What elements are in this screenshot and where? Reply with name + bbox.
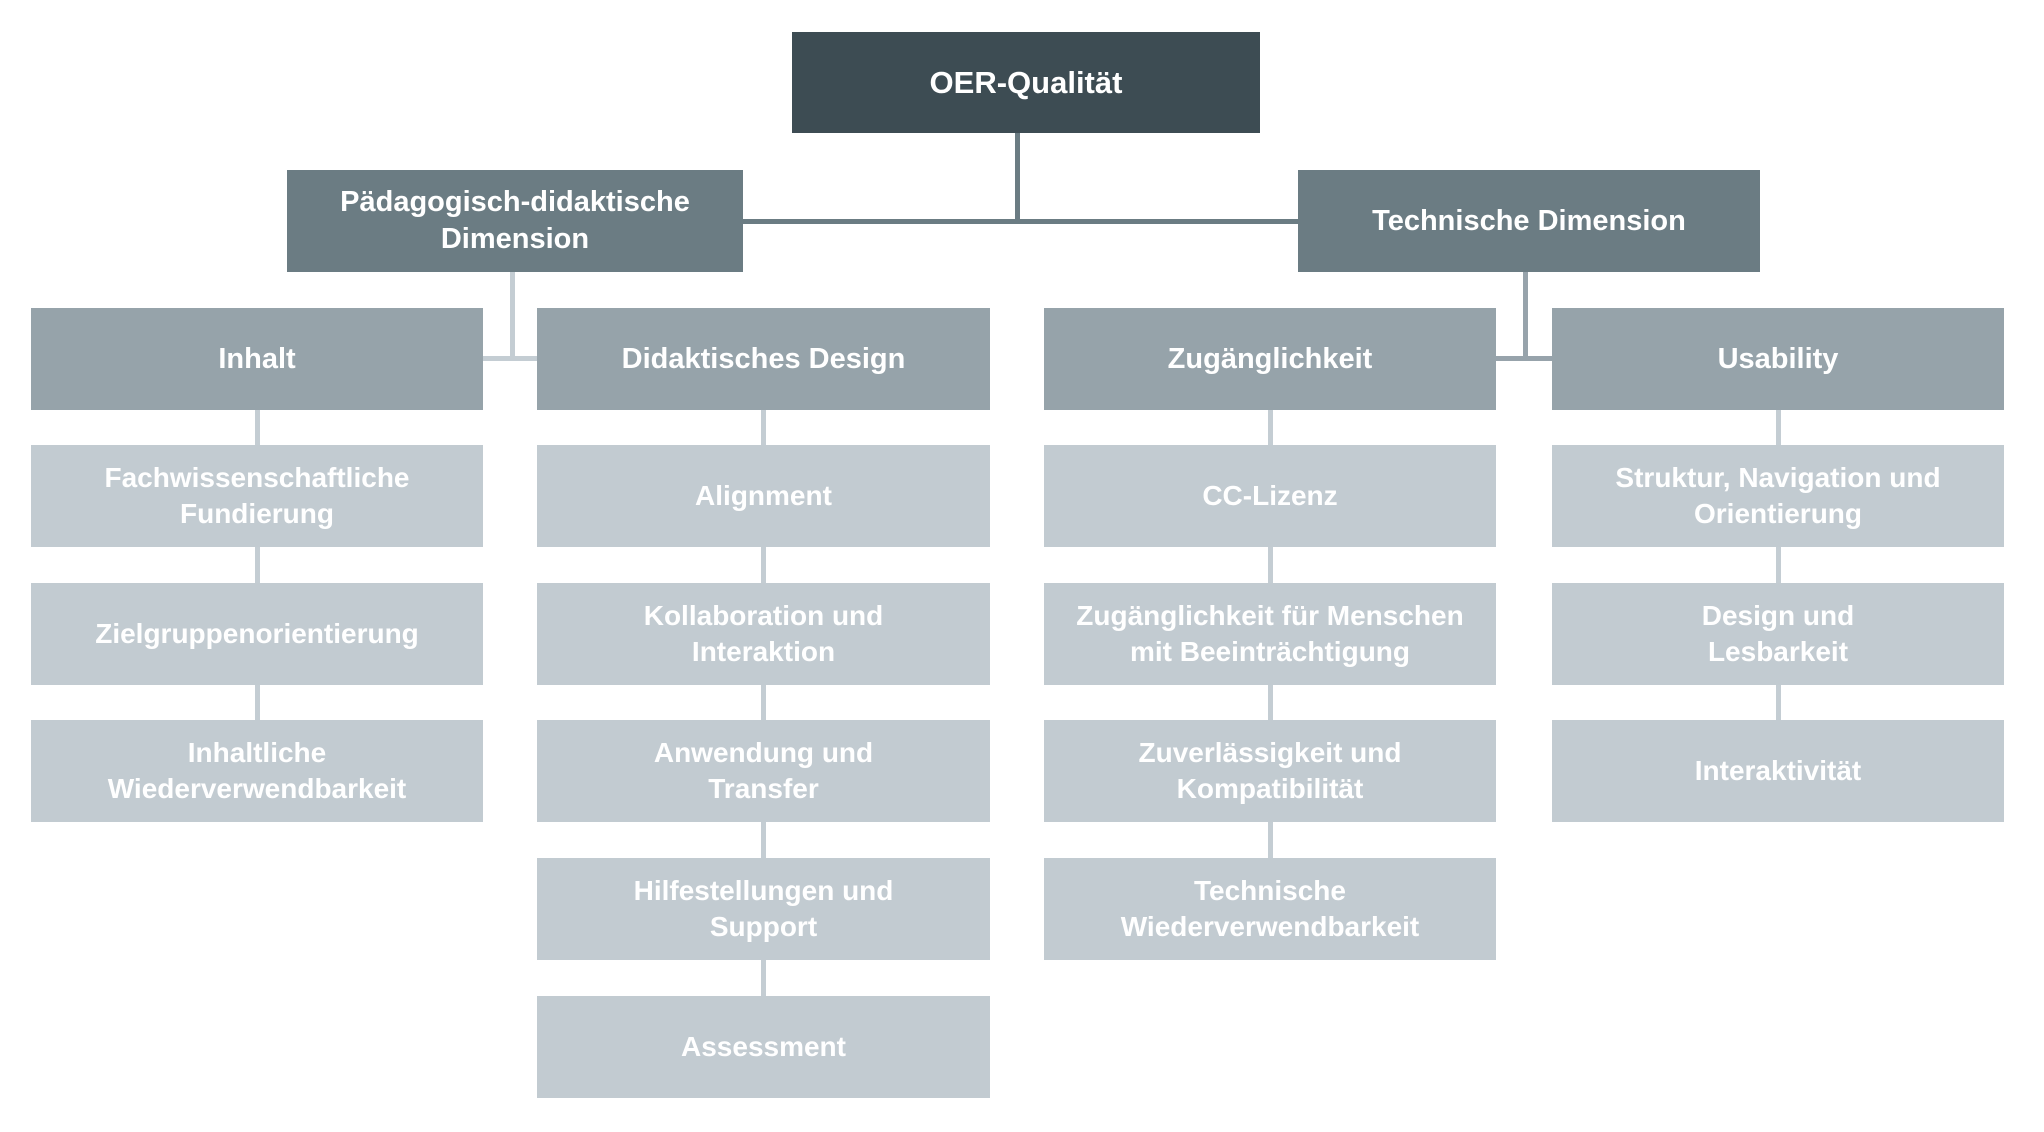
- item-box-assessment: Assessment: [537, 996, 990, 1098]
- connector-col3-seg1: [1776, 547, 1781, 583]
- item-box-kollaboration-und-interaktion: Kollaboration und Interaktion: [537, 583, 990, 685]
- category-header-usability: Usability: [1552, 308, 2004, 410]
- category-header-didaktisches-design: Didaktisches Design: [537, 308, 990, 410]
- connector-col2-seg2: [1268, 685, 1273, 720]
- item-box-alignment: Alignment: [537, 445, 990, 547]
- item-box-zielgruppenorientierung: Zielgruppenorientierung: [31, 583, 483, 685]
- item-box-inhaltliche-wiederverwendbarkeit: Inhaltliche Wiederverwendbarkeit: [31, 720, 483, 822]
- connector-col1-seg2: [761, 685, 766, 720]
- dimension-box-technisch: Technische Dimension: [1298, 170, 1760, 272]
- connector-col0-seg2: [255, 685, 260, 720]
- item-box-zugaenglichkeit-fuer-menschen: Zugänglichkeit für Menschen mit Beeinträ…: [1044, 583, 1496, 685]
- connector-col1-seg1: [761, 547, 766, 583]
- connector-col0-seg0: [255, 410, 260, 445]
- connector-col3-seg2: [1776, 685, 1781, 720]
- item-box-hilfestellungen-und-support: Hilfestellungen und Support: [537, 858, 990, 960]
- connector-root-to-dimensions-vertical: [1015, 133, 1020, 219]
- category-header-zugaenglichkeit: Zugänglichkeit: [1044, 308, 1496, 410]
- item-box-fachwissenschaftliche-fundierung: Fachwissenschaftliche Fundierung: [31, 445, 483, 547]
- item-box-anwendung-und-transfer: Anwendung und Transfer: [537, 720, 990, 822]
- connector-col2-seg1: [1268, 547, 1273, 583]
- connector-paedagogisch-vertical: [510, 272, 515, 358]
- connector-col2-seg3: [1268, 822, 1273, 858]
- connector-col0-seg1: [255, 547, 260, 583]
- item-box-struktur-navigation-orientierung: Struktur, Navigation und Orientierung: [1552, 445, 2004, 547]
- dimension-box-paedagogisch-didaktisch: Pädagogisch-didaktische Dimension: [287, 170, 743, 272]
- connector-technisch-vertical: [1523, 272, 1528, 358]
- connector-col1-seg4: [761, 960, 766, 996]
- item-box-technische-wiederverwendbarkeit: Technische Wiederverwendbarkeit: [1044, 858, 1496, 960]
- connector-zugaenglichkeit-usability-horizontal: [1496, 356, 1552, 361]
- connector-dimensions-horizontal: [743, 219, 1298, 224]
- connector-col3-seg0: [1776, 410, 1781, 445]
- item-box-zuverlaessigkeit-und-kompatibilitaet: Zuverlässigkeit und Kompatibilität: [1044, 720, 1496, 822]
- connector-col1-seg0: [761, 410, 766, 445]
- category-header-inhalt: Inhalt: [31, 308, 483, 410]
- item-box-interaktivitaet: Interaktivität: [1552, 720, 2004, 822]
- root-box-oer-qualitaet: OER-Qualität: [792, 32, 1260, 133]
- item-box-design-und-lesbarkeit: Design und Lesbarkeit: [1552, 583, 2004, 685]
- connector-col2-seg0: [1268, 410, 1273, 445]
- connector-col1-seg3: [761, 822, 766, 858]
- connector-inhalt-didaktik-horizontal: [483, 356, 537, 361]
- item-box-cc-lizenz: CC-Lizenz: [1044, 445, 1496, 547]
